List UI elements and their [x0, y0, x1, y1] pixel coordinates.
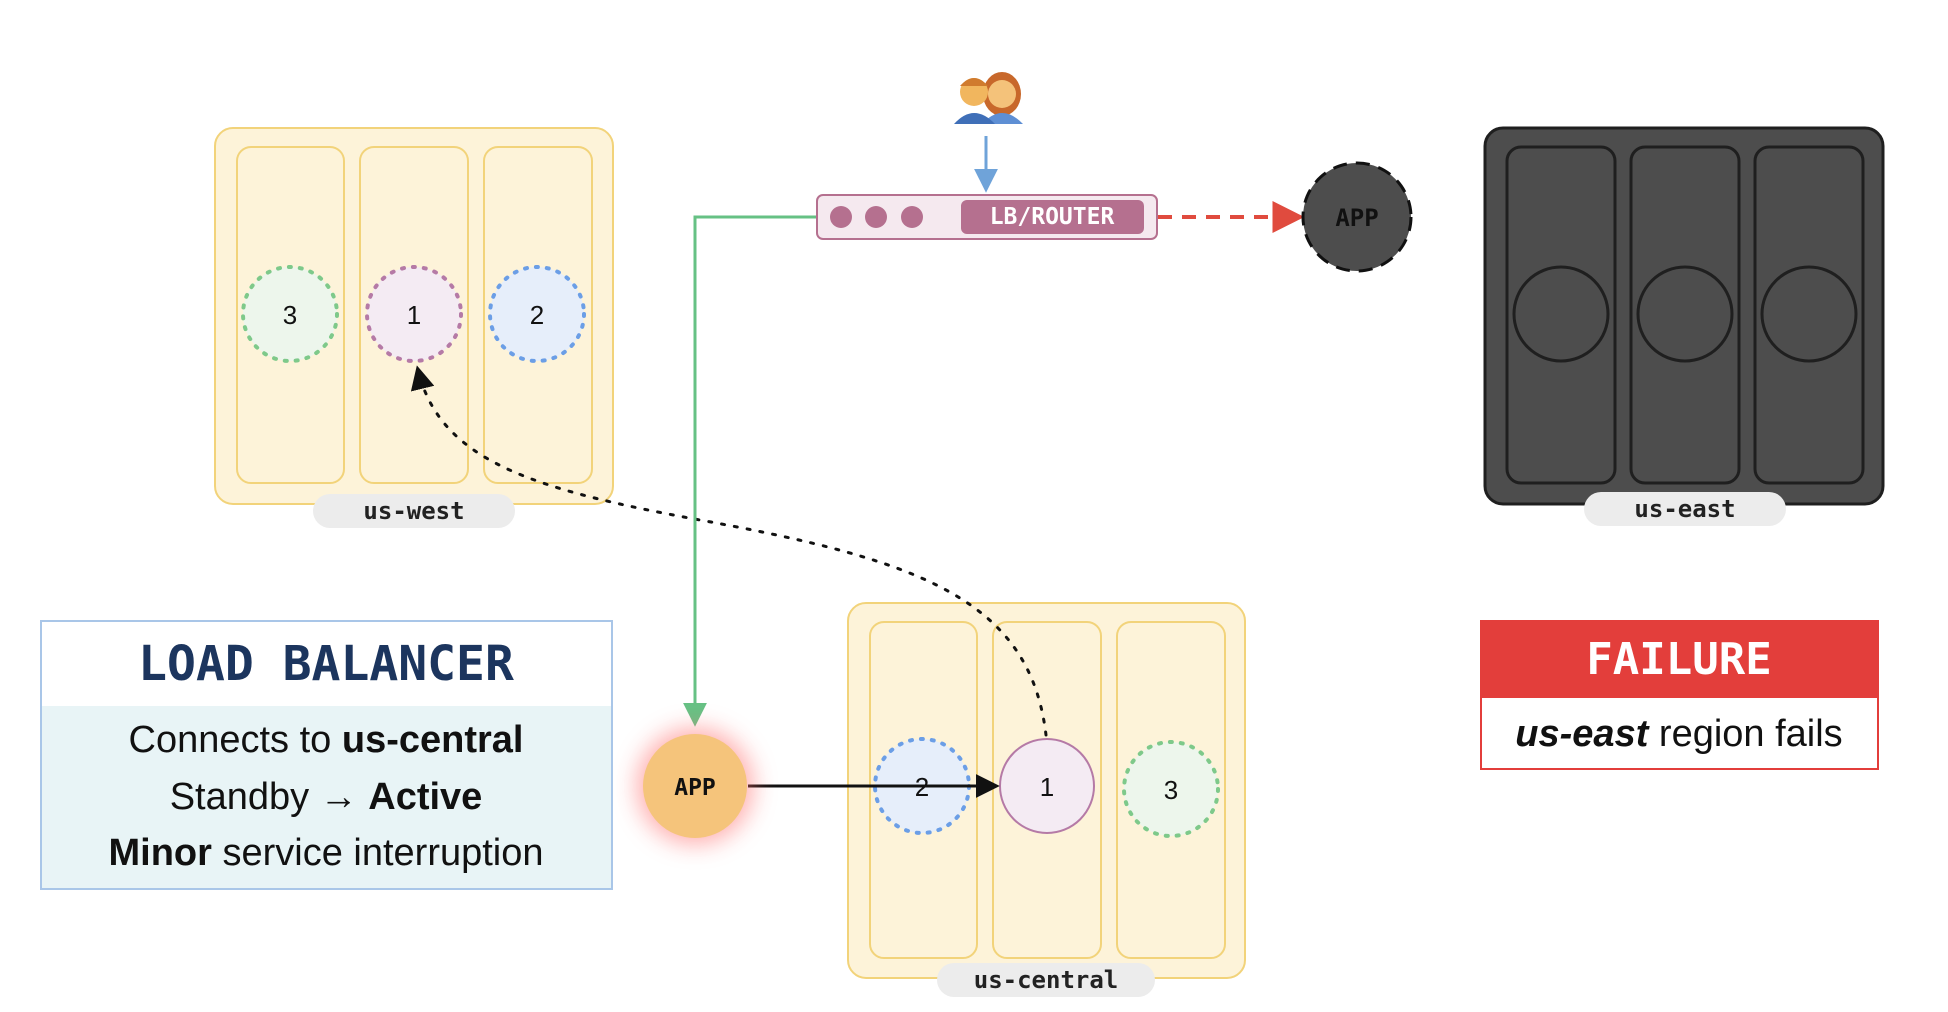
active-app: APP — [637, 728, 753, 844]
region-us-central: 2 1 3 us-central — [847, 602, 1246, 997]
active-app-label: APP — [674, 775, 716, 801]
replica-label: 2 — [530, 300, 544, 330]
replica-node — [1760, 265, 1858, 363]
failed-app: APP — [1301, 161, 1413, 273]
lb-label-pill — [961, 200, 1144, 234]
replica-node — [488, 265, 586, 363]
replica-label: 3 — [1164, 775, 1178, 805]
region-label: us-central — [974, 966, 1119, 994]
info-line-3: Minor service interruption — [108, 832, 543, 874]
failed-app-node — [1301, 161, 1413, 273]
replica-label: 1 — [1040, 772, 1054, 802]
active-route-arrow — [683, 215, 817, 727]
failure-panel-title: FAILURE — [1586, 634, 1771, 685]
replica-node — [241, 265, 339, 363]
failed-app-label: APP — [1335, 204, 1378, 232]
failure-panel: FAILURE us-east region fails — [1480, 620, 1879, 770]
region-label-pill — [313, 494, 515, 528]
load-balancer-info-panel: LOAD BALANCER Connects to us-central Sta… — [40, 620, 613, 890]
replica-label: 1 — [407, 300, 421, 330]
failure-panel-text: us-east region fails — [1515, 713, 1842, 755]
active-app-node — [643, 734, 747, 838]
replica-label: 3 — [283, 300, 297, 330]
users-icon — [954, 72, 1023, 124]
lb-router: LB/ROUTER — [816, 194, 1158, 240]
indicator-light — [865, 206, 887, 228]
replica-node — [1512, 265, 1610, 363]
replication-link — [410, 365, 1048, 737]
info-panel-title: LOAD BALANCER — [138, 636, 514, 692]
region-label-pill — [1584, 492, 1786, 526]
replica-node — [1122, 740, 1220, 838]
replica-node-primary — [999, 738, 1095, 834]
info-line-2: Standby → Active — [170, 776, 483, 818]
region-label: us-west — [363, 497, 464, 525]
failure-panel-header — [1482, 622, 1877, 698]
replica-node — [365, 265, 463, 363]
info-panel-body — [42, 706, 611, 888]
indicator-light — [830, 206, 852, 228]
region-us-west: 3 1 2 us-west — [214, 127, 614, 528]
indicator-light — [901, 206, 923, 228]
replica-node — [1636, 265, 1734, 363]
region-us-east: us-east — [1483, 126, 1885, 526]
info-line-1: Connects to us-central — [129, 719, 524, 761]
region-label: us-east — [1634, 495, 1735, 523]
region-label-pill — [937, 963, 1155, 997]
lb-label: LB/ROUTER — [990, 204, 1115, 230]
